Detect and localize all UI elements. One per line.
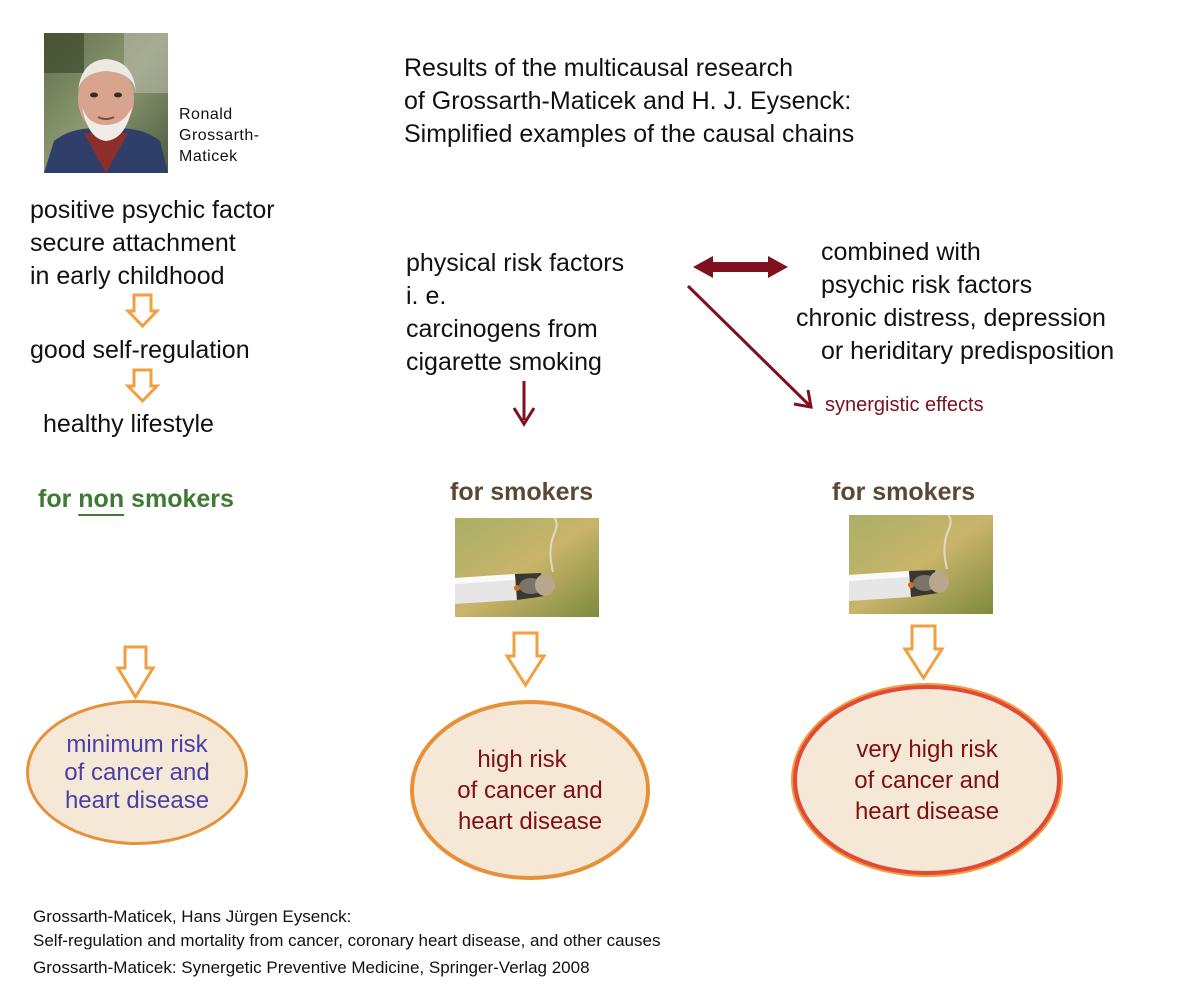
- physical-line: i. e.: [406, 282, 447, 310]
- reference-line: Self-regulation and mortality from cance…: [33, 931, 661, 950]
- physical-line: carcinogens from: [406, 315, 598, 343]
- combined-risk-text: combined with psychic risk factors chron…: [796, 236, 1114, 368]
- combined-line: or heriditary predisposition: [821, 337, 1115, 365]
- outcome-line: of cancer and: [854, 766, 1000, 794]
- outcome-line: of cancer and: [64, 758, 210, 786]
- smokers-heading-middle: for smokers: [450, 478, 594, 506]
- portrait-photo: [44, 33, 168, 173]
- references: Grossarth-Maticek, Hans Jürgen Eysenck: …: [33, 905, 660, 980]
- down-outline-arrow-icon: [902, 624, 945, 681]
- outcome-line: heart disease: [457, 807, 603, 835]
- very-high-risk-outcome: very high risk of cancer and heart disea…: [793, 685, 1061, 875]
- combined-line: chronic distress, depression: [796, 304, 1106, 332]
- outcome-line: very high risk: [856, 735, 998, 763]
- cigarette-photo: [849, 515, 993, 614]
- title-line: of Grossarth-Maticek and H. J. Eysenck:: [404, 87, 852, 115]
- heading-pre: for: [38, 485, 79, 513]
- lifestyle-text: healthy lifestyle: [43, 410, 214, 438]
- diagonal-arrow-icon: [686, 284, 812, 408]
- combined-line: psychic risk factors: [821, 271, 1033, 299]
- outcome-line: heart disease: [64, 786, 210, 814]
- caption-line: Maticek: [179, 148, 238, 165]
- down-outline-arrow-icon: [504, 631, 547, 688]
- portrait-caption: Ronald Grossarth- Maticek: [179, 104, 260, 167]
- physical-line: cigarette smoking: [406, 348, 602, 376]
- reference-line: Grossarth-Maticek: Synergetic Preventive…: [33, 958, 590, 977]
- outcome-line: high risk: [477, 745, 567, 773]
- caption-line: Ronald: [179, 106, 233, 123]
- psychic-line: in early childhood: [30, 262, 225, 290]
- psychic-factor-text: positive psychic factor secure attachmen…: [30, 194, 275, 293]
- arrow-head-icon: [793, 389, 813, 409]
- cigarette-photo: [455, 518, 599, 617]
- outcome-line: heart disease: [854, 797, 1000, 825]
- combined-line: combined with: [821, 238, 981, 266]
- minimum-risk-outcome: minimum risk of cancer and heart disease: [26, 700, 248, 845]
- psychic-line: secure attachment: [30, 229, 236, 257]
- psychic-line: positive psychic factor: [30, 196, 275, 224]
- non-smokers-heading: for non smokers: [38, 485, 234, 514]
- outcome-text: very high risk of cancer and heart disea…: [854, 734, 999, 827]
- outcome-text: high risk of cancer and heart disease: [457, 744, 602, 837]
- high-risk-outcome: high risk of cancer and heart disease: [410, 700, 650, 880]
- double-headed-arrow-icon: [693, 256, 788, 278]
- page-title: Results of the multicausal research of G…: [404, 52, 854, 151]
- smokers-heading-right: for smokers: [832, 478, 976, 506]
- outcome-line: minimum risk: [66, 730, 208, 758]
- heading-underlined: non: [78, 485, 125, 513]
- arrow-head-icon: [512, 407, 536, 427]
- heading-post: smokers: [124, 485, 234, 513]
- physical-risk-text: physical risk factors i. e. carcinogens …: [406, 247, 624, 379]
- outcome-line: of cancer and: [457, 776, 603, 804]
- reference-line: Grossarth-Maticek, Hans Jürgen Eysenck:: [33, 907, 352, 926]
- down-outline-arrow-icon: [115, 645, 156, 700]
- title-line: Simplified examples of the causal chains: [404, 120, 855, 148]
- down-outline-arrow-icon: [124, 368, 161, 404]
- caption-line: Grossarth-: [179, 127, 260, 144]
- physical-line: physical risk factors: [406, 249, 625, 277]
- outcome-text: minimum risk of cancer and heart disease: [64, 731, 209, 815]
- title-line: Results of the multicausal research: [404, 54, 794, 82]
- self-regulation-text: good self-regulation: [30, 336, 250, 364]
- down-outline-arrow-icon: [124, 293, 161, 329]
- synergistic-effects-label: synergistic effects: [825, 394, 984, 416]
